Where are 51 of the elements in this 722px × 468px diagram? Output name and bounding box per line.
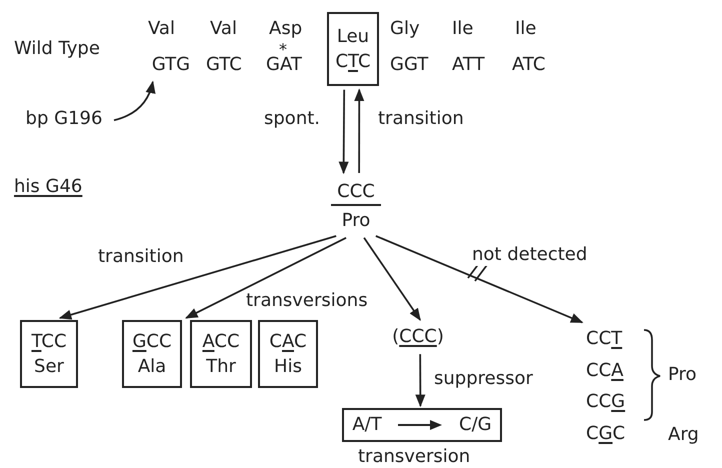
codon-text: CCT	[586, 327, 622, 351]
base-pair-text: C/G	[459, 413, 492, 438]
arrow	[58, 235, 336, 320]
amino-acid-text: Ile	[452, 18, 474, 40]
codon-text: GCC	[132, 330, 172, 354]
codon-text: CCG	[586, 390, 626, 414]
amino-acid-text: Asp	[269, 18, 302, 40]
caption-text: transversion	[358, 446, 470, 468]
amino-acid-text: Val	[148, 18, 175, 40]
amino-acid-text: Ile	[515, 18, 536, 40]
amino-acid-text: Pro	[342, 209, 370, 233]
arrow	[185, 237, 346, 319]
codon-text: CCA	[586, 358, 624, 383]
codon-text: GTG	[152, 53, 190, 78]
codon-text: CAC	[269, 330, 307, 354]
codon-box	[20, 320, 78, 388]
amino-acid-text: Pro	[668, 364, 697, 386]
arrow	[376, 235, 584, 324]
amino-acid-text: Leu	[336, 24, 370, 49]
codon-text: CGC	[586, 422, 626, 446]
codon-text: TCC	[31, 330, 67, 354]
codon-box	[258, 320, 318, 388]
strain-label: his G46	[14, 176, 82, 198]
arrow	[354, 88, 364, 173]
arrow	[114, 80, 156, 122]
codon-box	[190, 320, 252, 388]
arrow	[363, 237, 421, 321]
codon-box	[122, 320, 182, 388]
codon-text: ATC	[512, 54, 546, 76]
row-label: Wild Type	[14, 38, 100, 60]
codon-text: GGT	[390, 54, 428, 76]
codon-box	[342, 408, 502, 442]
arrow	[415, 354, 426, 408]
codon-text: GAT	[266, 54, 302, 76]
amino-acid-text: Thr	[206, 355, 236, 379]
amino-acid-text: Ser	[34, 355, 64, 379]
amino-acid-text: Gly	[390, 18, 420, 40]
codon-text: (CCC)	[392, 325, 444, 350]
arrow	[338, 90, 349, 174]
mutant-label: bp G196	[26, 107, 102, 132]
codon-box	[327, 12, 379, 86]
amino-acid-text: Arg	[668, 424, 699, 446]
codon-text: ATT	[452, 54, 485, 76]
amino-acid-text: Val	[210, 18, 237, 40]
base-pair-text: A/T	[352, 413, 382, 438]
codon-text: CTC	[335, 50, 371, 74]
codon-text: CCC	[331, 178, 381, 206]
codon-text: ACC	[202, 330, 240, 354]
amino-acid-text: His	[274, 355, 302, 379]
amino-acid-text: Ala	[138, 355, 166, 379]
codon-text: GTC	[206, 54, 242, 76]
